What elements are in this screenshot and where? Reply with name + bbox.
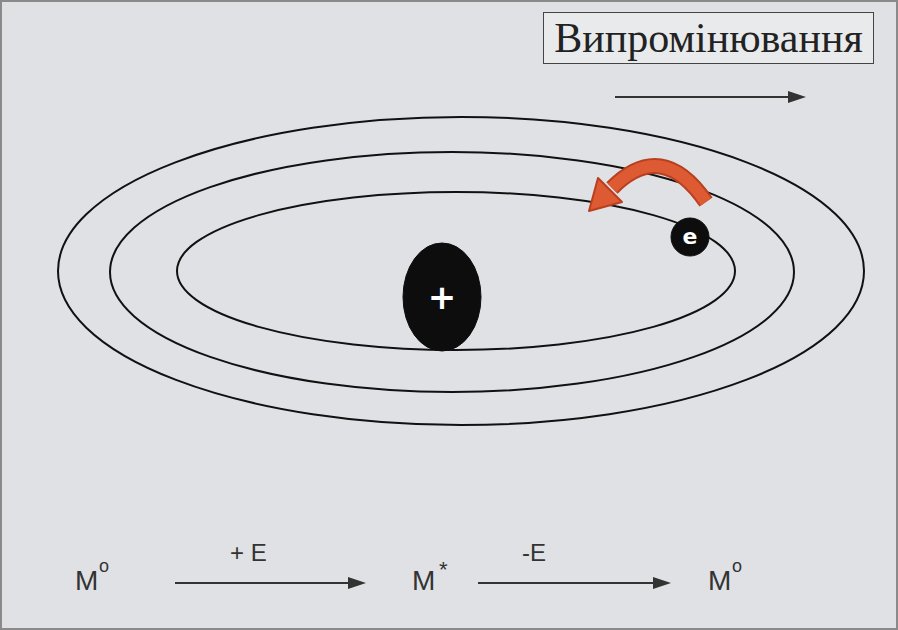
outer-orbit [58, 117, 864, 425]
excite-arrow [175, 582, 350, 584]
inner-orbit [177, 192, 735, 350]
relax-arrow [478, 582, 655, 584]
formula-text: -E [522, 541, 546, 565]
formula-text: * [439, 559, 448, 581]
transition-arrow [612, 166, 706, 202]
formula-text: M [412, 567, 435, 595]
relax-arrowhead [653, 577, 671, 589]
middle-orbit [110, 152, 794, 392]
formula-text: o [732, 557, 742, 575]
charge-symbol: + [428, 280, 457, 314]
nucleus: + [402, 242, 482, 352]
transition-arrowhead [589, 178, 622, 211]
label-box: Випромінювання [543, 12, 874, 64]
transition-arrow-edge [612, 166, 706, 202]
excite-arrowhead [348, 577, 366, 589]
formula-text: o [99, 557, 109, 575]
formula-text: M [75, 567, 98, 595]
electron-fill [671, 218, 709, 256]
nucleus-fill [403, 243, 481, 351]
box-title: Випромінювання [554, 17, 862, 59]
electron: e [670, 217, 710, 257]
formula-text: M [708, 567, 731, 595]
emission-arrowhead [788, 91, 806, 103]
formula-text: + E [230, 541, 267, 565]
emission-arrow [615, 96, 790, 98]
electron-symbol: e [683, 226, 698, 248]
